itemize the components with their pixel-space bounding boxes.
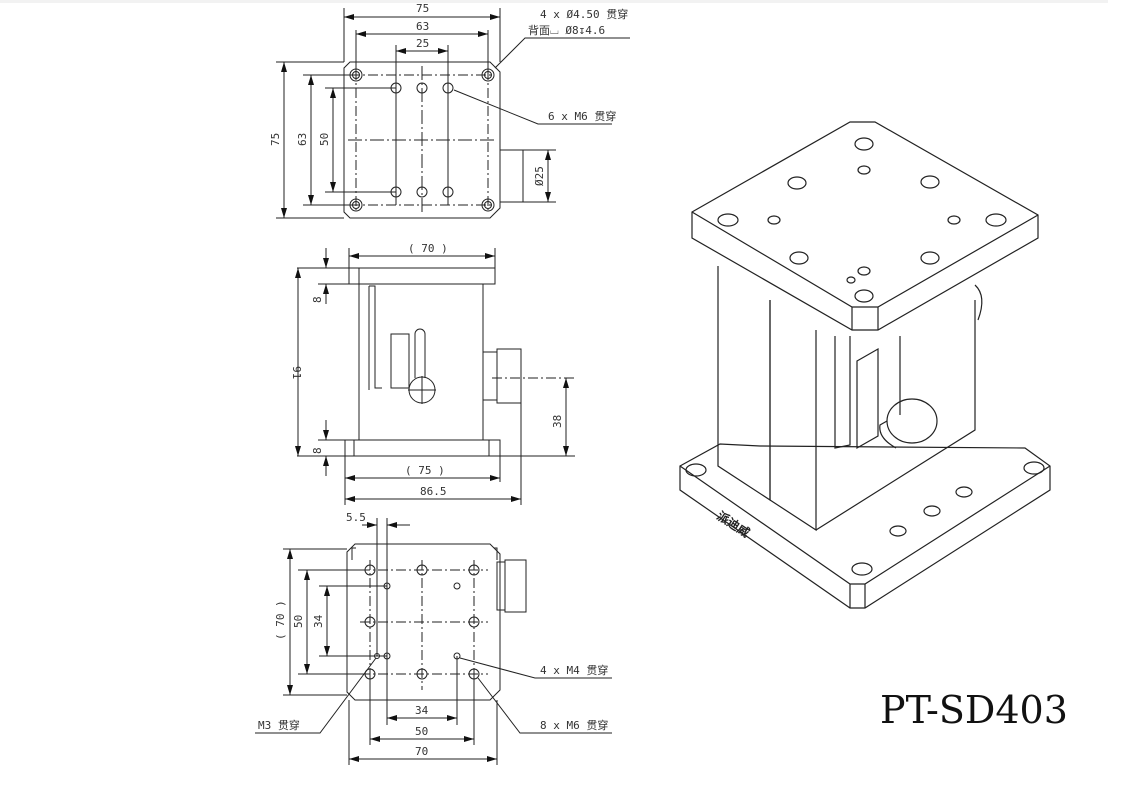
dim-top-width-75: 75	[416, 2, 429, 15]
dim-top-width-25: 25	[416, 37, 429, 50]
dim-bottom-height-34: 34	[312, 614, 325, 628]
dim-overall-width: 86.5	[420, 485, 447, 498]
dim-bottom-width-50: 50	[415, 725, 428, 738]
model-number: PT-SD403	[880, 688, 1068, 732]
note-m6-holes-top: 6 x M6 贯穿	[548, 109, 616, 123]
dim-front-top-width: ( 70 )	[408, 242, 448, 255]
dim-top-height-75: 75	[269, 133, 282, 146]
note-m4-holes: 4 x M4 贯穿	[540, 663, 608, 677]
dim-top-height-50: 50	[318, 133, 331, 146]
dim-bottom-width-34: 34	[415, 704, 429, 717]
bottom-view	[255, 518, 612, 765]
top-view	[276, 8, 630, 219]
dim-total-height: 91	[290, 366, 303, 379]
isometric-view	[679, 121, 1051, 609]
dim-offset-5-5: 5.5	[346, 511, 366, 524]
front-view	[295, 248, 575, 505]
dim-bottom-height-70: ( 70 )	[274, 600, 287, 640]
dim-base-width: ( 75 )	[405, 464, 445, 477]
note-m3-hole: M3 贯穿	[258, 718, 300, 732]
dim-bottom-plate-thickness: 8	[311, 447, 324, 454]
dim-knob-height: 38	[551, 415, 564, 428]
dim-bottom-height-50: 50	[292, 615, 305, 628]
top-border	[0, 0, 1108, 3]
dim-top-width-63: 63	[416, 20, 429, 33]
note-mount-holes: 4 x Ø4.50 贯穿	[540, 7, 628, 21]
note-m6-holes-bottom: 8 x M6 贯穿	[540, 718, 608, 732]
dim-bottom-width-70: 70	[415, 745, 428, 758]
dim-top-height-63: 63	[296, 133, 309, 146]
dim-top-plate-thickness: 8	[311, 296, 324, 303]
dim-knob-diameter: Ø25	[533, 166, 546, 186]
note-counterbore: 背面⌴ Ø8↧4.6	[528, 23, 605, 37]
